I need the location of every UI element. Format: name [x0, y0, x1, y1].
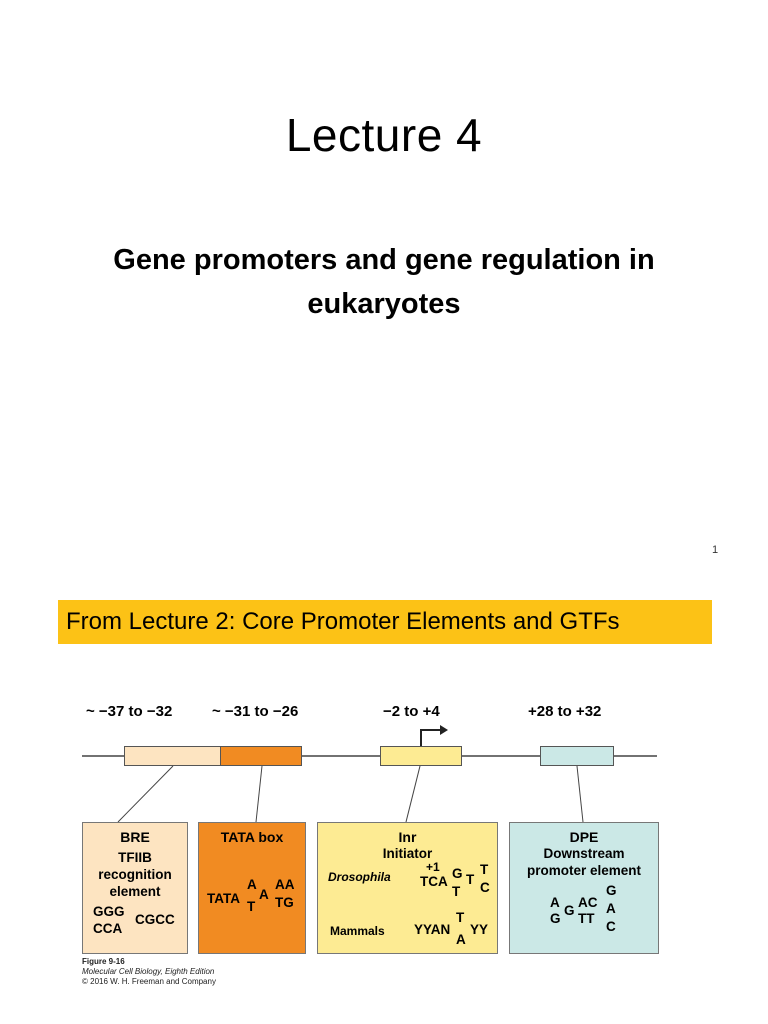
- inr-d-seq-4-top: T: [480, 862, 489, 877]
- inr-d-seq-1: TCA: [420, 874, 448, 889]
- inr-drosophila-label: Drosophila: [328, 870, 391, 884]
- range-inr: −2 to +4: [383, 703, 440, 720]
- dpe-seq-3-bottom: TT: [578, 911, 595, 926]
- inr-m-seq-3: YY: [470, 922, 489, 937]
- inr-mammals-label: Mammals: [330, 924, 385, 938]
- transcription-start-arrow: [420, 729, 440, 746]
- tata-seq-1: TATA: [207, 891, 240, 906]
- slide-subtitle: Gene promoters and gene regulation in eu…: [113, 244, 655, 320]
- inr-m-seq-2-bottom: A: [456, 932, 466, 947]
- figure-caption: Figure 9-16 Molecular Cell Biology, Eigh…: [82, 957, 216, 987]
- caption-figure: Figure 9-16: [82, 957, 125, 966]
- inr-subtitle: Initiator: [382, 846, 433, 861]
- bre-line: recognition: [98, 867, 172, 882]
- dpe-seq-1-bottom: G: [550, 911, 561, 926]
- bre-title: BRE: [120, 829, 150, 845]
- connector-bre: [117, 765, 174, 823]
- connector-inr: [405, 765, 421, 823]
- arrowhead-icon: [440, 725, 448, 735]
- range-dpe: +28 to +32: [528, 703, 602, 720]
- segment-dpe: [540, 746, 614, 766]
- dpe-seq-4-bottom: C: [606, 919, 616, 934]
- dpe-title: DPE: [569, 829, 599, 845]
- segment-tata: [220, 746, 302, 766]
- box-inr: Inr Initiator Drosophila +1 TCA G T T T …: [317, 822, 498, 954]
- caption-source: Molecular Cell Biology, Eighth Edition: [82, 967, 215, 976]
- inr-d-seq-2-top: G: [452, 866, 463, 881]
- dpe-seq-3-top: AC: [578, 895, 598, 910]
- range-bre: ~ −37 to −32: [86, 703, 173, 720]
- box-dpe: DPE Downstream promoter element A G G AC…: [509, 822, 659, 954]
- inr-title: Inr: [398, 829, 417, 845]
- inr-plus1: +1: [426, 860, 440, 874]
- inr-m-seq-1: YYAN: [414, 922, 451, 937]
- bre-seq-bottom: CCA: [93, 921, 123, 936]
- tata-seq-4-top: AA: [275, 877, 295, 892]
- bre-line: TFIIB: [118, 850, 152, 865]
- range-tata: ~ −31 to −26: [212, 703, 299, 720]
- slide-banner: From Lecture 2: Core Promoter Elements a…: [58, 600, 712, 644]
- inr-d-seq-3: T: [466, 872, 475, 887]
- dpe-seq-2: G: [564, 903, 575, 918]
- page-number: 1: [712, 544, 719, 556]
- dpe-seq-4-top: G: [606, 883, 617, 898]
- inr-d-seq-2-bottom: T: [452, 884, 461, 899]
- tata-title: TATA box: [220, 829, 284, 845]
- dpe-line: Downstream: [543, 846, 625, 861]
- connector-tata: [255, 765, 263, 823]
- segment-bre: [124, 746, 221, 766]
- segment-inr: [380, 746, 462, 766]
- inr-d-seq-4-bottom: C: [480, 880, 490, 895]
- bre-line: element: [109, 884, 161, 899]
- dpe-seq-4-mid: A: [606, 901, 616, 916]
- tata-seq-3: A: [259, 887, 269, 902]
- bre-seq-right: CGCC: [135, 912, 175, 927]
- caption-copyright: © 2016 W. H. Freeman and Company: [82, 977, 216, 986]
- tata-seq-2-bottom: T: [247, 899, 256, 914]
- slide-title: Lecture 4: [285, 109, 483, 161]
- bre-seq-top: GGG: [93, 904, 125, 919]
- box-tata: TATA box TATA A T A AA TG: [198, 822, 306, 954]
- dpe-line: promoter element: [526, 863, 642, 878]
- dpe-seq-1-top: A: [550, 895, 560, 910]
- inr-m-seq-2-top: T: [456, 910, 465, 925]
- tata-seq-2-top: A: [247, 877, 257, 892]
- tata-seq-4-bottom: TG: [275, 895, 294, 910]
- connector-dpe: [576, 765, 584, 823]
- box-bre: BRE TFIIB recognition element GGG CCA CG…: [82, 822, 188, 954]
